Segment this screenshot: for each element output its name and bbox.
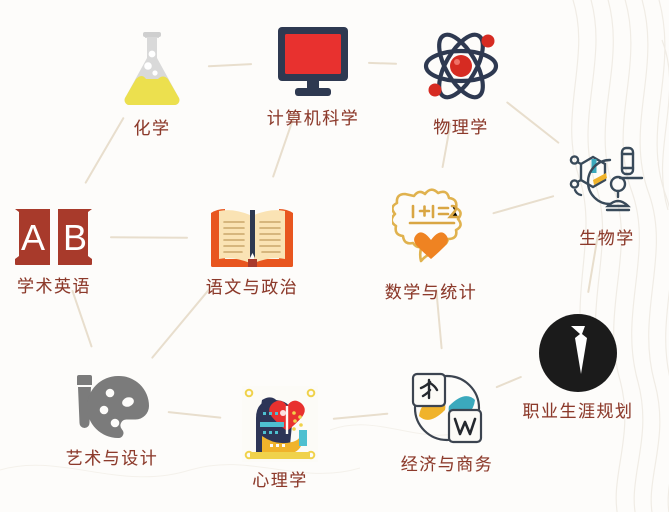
open-book-icon <box>209 207 295 269</box>
ab-book-icon: A B <box>13 206 95 268</box>
node-computer-science[interactable]: 计算机科学 <box>267 22 358 129</box>
connection-line <box>506 101 560 144</box>
node-career-planning[interactable]: 职业生涯规划 <box>523 313 632 422</box>
node-physics[interactable]: 物理学 <box>418 23 504 138</box>
node-chinese-politics[interactable]: 语文与政治 <box>206 207 297 298</box>
node-chemistry[interactable]: 化学 <box>117 28 187 139</box>
node-label-biology: 生物学 <box>579 229 635 248</box>
node-label-art-design: 艺术与设计 <box>65 449 159 468</box>
conical-flask-icon <box>117 28 187 110</box>
node-label-math-statistics: 数学与统计 <box>384 283 478 302</box>
node-biology[interactable]: 生物学 <box>567 142 647 249</box>
connection-line <box>332 412 389 420</box>
node-label-psychology: 心理学 <box>252 471 308 490</box>
node-label-chemistry: 化学 <box>133 119 171 138</box>
node-label-chinese-politics: 语文与政治 <box>205 278 299 297</box>
connection-line <box>167 411 222 419</box>
atom-icon <box>418 23 504 109</box>
compass-leaves-icon <box>409 370 485 446</box>
connection-line <box>492 195 555 215</box>
connection-line <box>71 289 93 348</box>
node-label-career-planning: 职业生涯规划 <box>522 402 634 421</box>
svg-text:B: B <box>63 217 87 258</box>
node-art-design[interactable]: 艺术与设计 <box>66 372 157 469</box>
node-label-academic-english: 学术英语 <box>17 277 91 296</box>
node-math-statistics[interactable]: 数学与统计 <box>385 188 476 303</box>
connection-line <box>207 63 253 68</box>
palette-brush-icon <box>71 372 153 440</box>
node-psychology[interactable]: 心理学 <box>242 386 318 491</box>
svg-text:A: A <box>21 217 45 258</box>
node-label-physics: 物理学 <box>433 118 489 137</box>
microscope-molecule-icon <box>567 142 647 220</box>
head-heart-icon <box>242 386 318 462</box>
node-academic-english[interactable]: A B 学术英语 <box>13 206 95 297</box>
thought-bubble-equation-icon <box>390 188 470 274</box>
connection-line <box>495 376 522 389</box>
necktie-circle-icon <box>538 313 618 393</box>
node-label-economics-business: 经济与商务 <box>400 455 494 474</box>
connection-line <box>368 61 397 65</box>
node-label-computer-science: 计算机科学 <box>266 109 360 128</box>
node-economics-business[interactable]: 经济与商务 <box>401 370 492 475</box>
desktop-monitor-icon <box>273 22 353 100</box>
